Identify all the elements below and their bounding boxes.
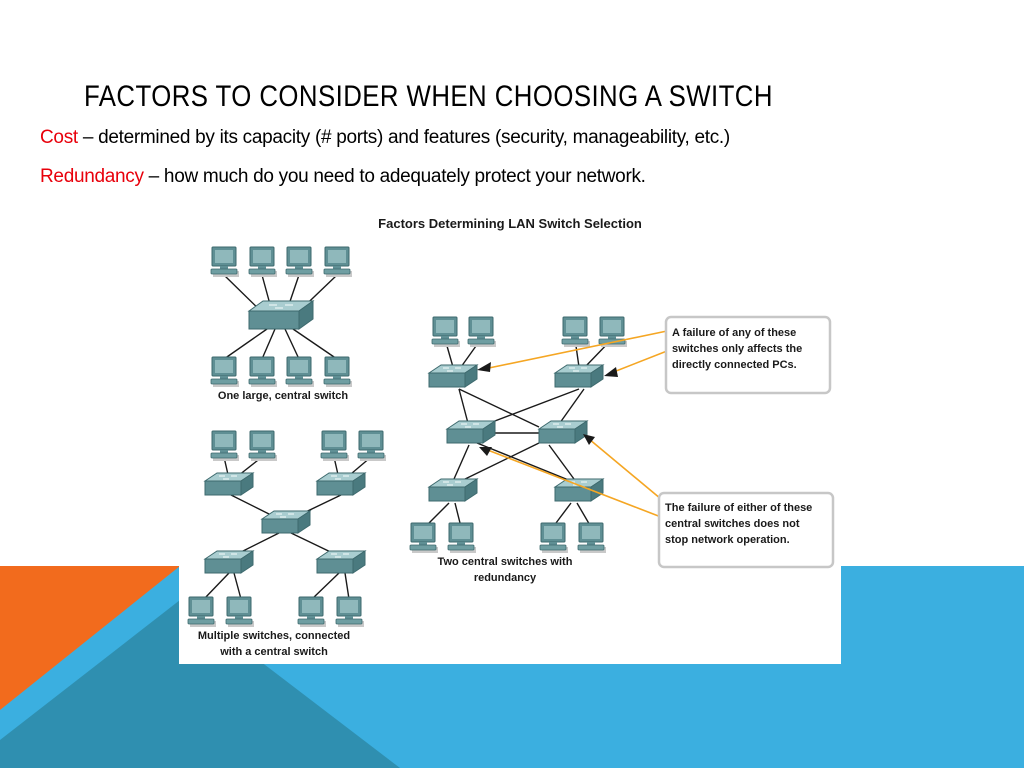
pc-icon [335,596,365,628]
pc-icon [467,316,497,348]
callout-line: The failure of either of these [665,502,812,514]
pc-icon [210,430,240,462]
pc-icon [210,356,240,388]
pc-icon [320,430,350,462]
switch-icon [554,364,604,388]
bullet-term: Cost [40,127,78,148]
switch-icon [261,510,311,534]
pc-icon [225,596,255,628]
pc-icon [323,246,353,278]
teal-wedge-shape [0,600,400,768]
pc-icon [357,430,387,462]
switch-icon [428,478,478,502]
switch-icon [204,550,254,574]
callout-line: A failure of any of these [672,327,796,339]
pc-icon [297,596,327,628]
callout-line: directly connected PCs. [672,359,797,371]
switch-icon [428,364,478,388]
label-redundant-line2: redundancy [474,572,537,584]
pc-icon [187,596,217,628]
callout-line: stop network operation. [665,534,790,546]
bullet-text: – determined by its capacity (# ports) a… [77,127,730,148]
lan-switch-selection-figure: Factors Determining LAN Switch Selection… [179,207,841,664]
pc-icon [577,522,607,554]
callout-arrows [483,330,668,518]
slide-title: FACTORS TO CONSIDER WHEN CHOOSING A SWIT… [84,80,773,113]
label-multiple-switches-line1: Multiple switches, connected [198,630,350,642]
bullet-cost: Cost – determined by its capacity (# por… [40,127,730,149]
bullet-text: – how much do you need to adequately pro… [143,166,646,187]
pc-icon [409,522,439,554]
switch-icon [248,300,314,330]
pc-icon [447,522,477,554]
pc-icon [323,356,353,388]
label-redundant-line1: Two central switches with [438,556,573,568]
label-central-switch: One large, central switch [218,390,348,402]
pc-icon [539,522,569,554]
pc-icon [285,356,315,388]
central-switch-icon [538,420,588,444]
central-switch-icon [446,420,496,444]
switch-icon [204,472,254,496]
pc-icon [248,246,278,278]
label-multiple-switches-line2: with a central switch [219,646,328,658]
figure-title: Factors Determining LAN Switch Selection [378,216,642,231]
switch-icon [316,550,366,574]
callout-switch-failure: A failure of any of these switches only … [664,315,832,395]
switch-icon [554,478,604,502]
pc-icon [285,246,315,278]
arrow-heads [477,362,618,456]
callout-line: central switches does not [665,518,800,530]
pc-icon [561,316,591,348]
callout-line: switches only affects the [672,343,802,355]
switch-icon [316,472,366,496]
pc-icon [248,356,278,388]
pc-icon [248,430,278,462]
bullet-term: Redundancy [40,166,144,187]
pc-icon [431,316,461,348]
callout-central-failure: The failure of either of these central s… [657,491,835,569]
pc-icon [210,246,240,278]
bullet-redundancy: Redundancy – how much do you need to ade… [40,166,646,188]
